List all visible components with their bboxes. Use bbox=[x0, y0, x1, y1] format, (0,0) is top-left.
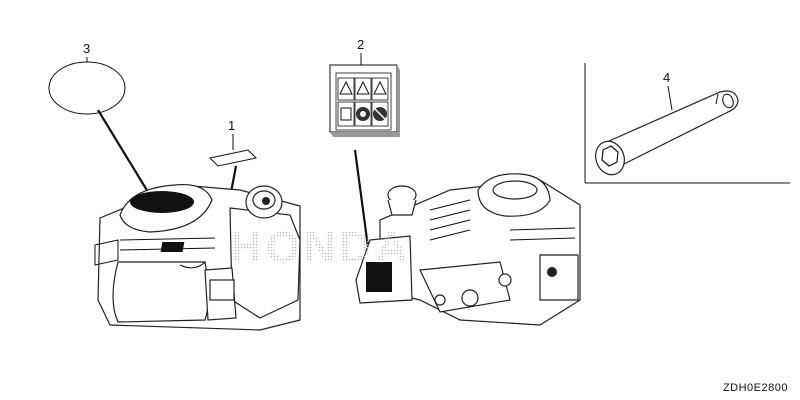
watermark-text: HONDA bbox=[230, 223, 411, 272]
warning-icon-grid bbox=[337, 77, 389, 127]
oval-label-part bbox=[48, 61, 126, 115]
callout-1: 1 bbox=[228, 118, 235, 133]
callout-3: 3 bbox=[83, 41, 90, 56]
box-wrench-part bbox=[595, 90, 739, 176]
leader-line-4 bbox=[667, 85, 673, 111]
pointer-line-2 bbox=[353, 149, 372, 263]
pointer-line-3 bbox=[97, 109, 149, 193]
warning-label-part bbox=[329, 64, 400, 137]
drawing-code: ZDH0E2800 bbox=[722, 382, 788, 394]
left-engine bbox=[94, 183, 301, 331]
callout-2: 2 bbox=[357, 37, 364, 52]
callout-4: 4 bbox=[663, 70, 670, 85]
right-engine bbox=[355, 173, 581, 326]
part-4-frame bbox=[584, 63, 790, 184]
small-label-part bbox=[208, 149, 258, 167]
